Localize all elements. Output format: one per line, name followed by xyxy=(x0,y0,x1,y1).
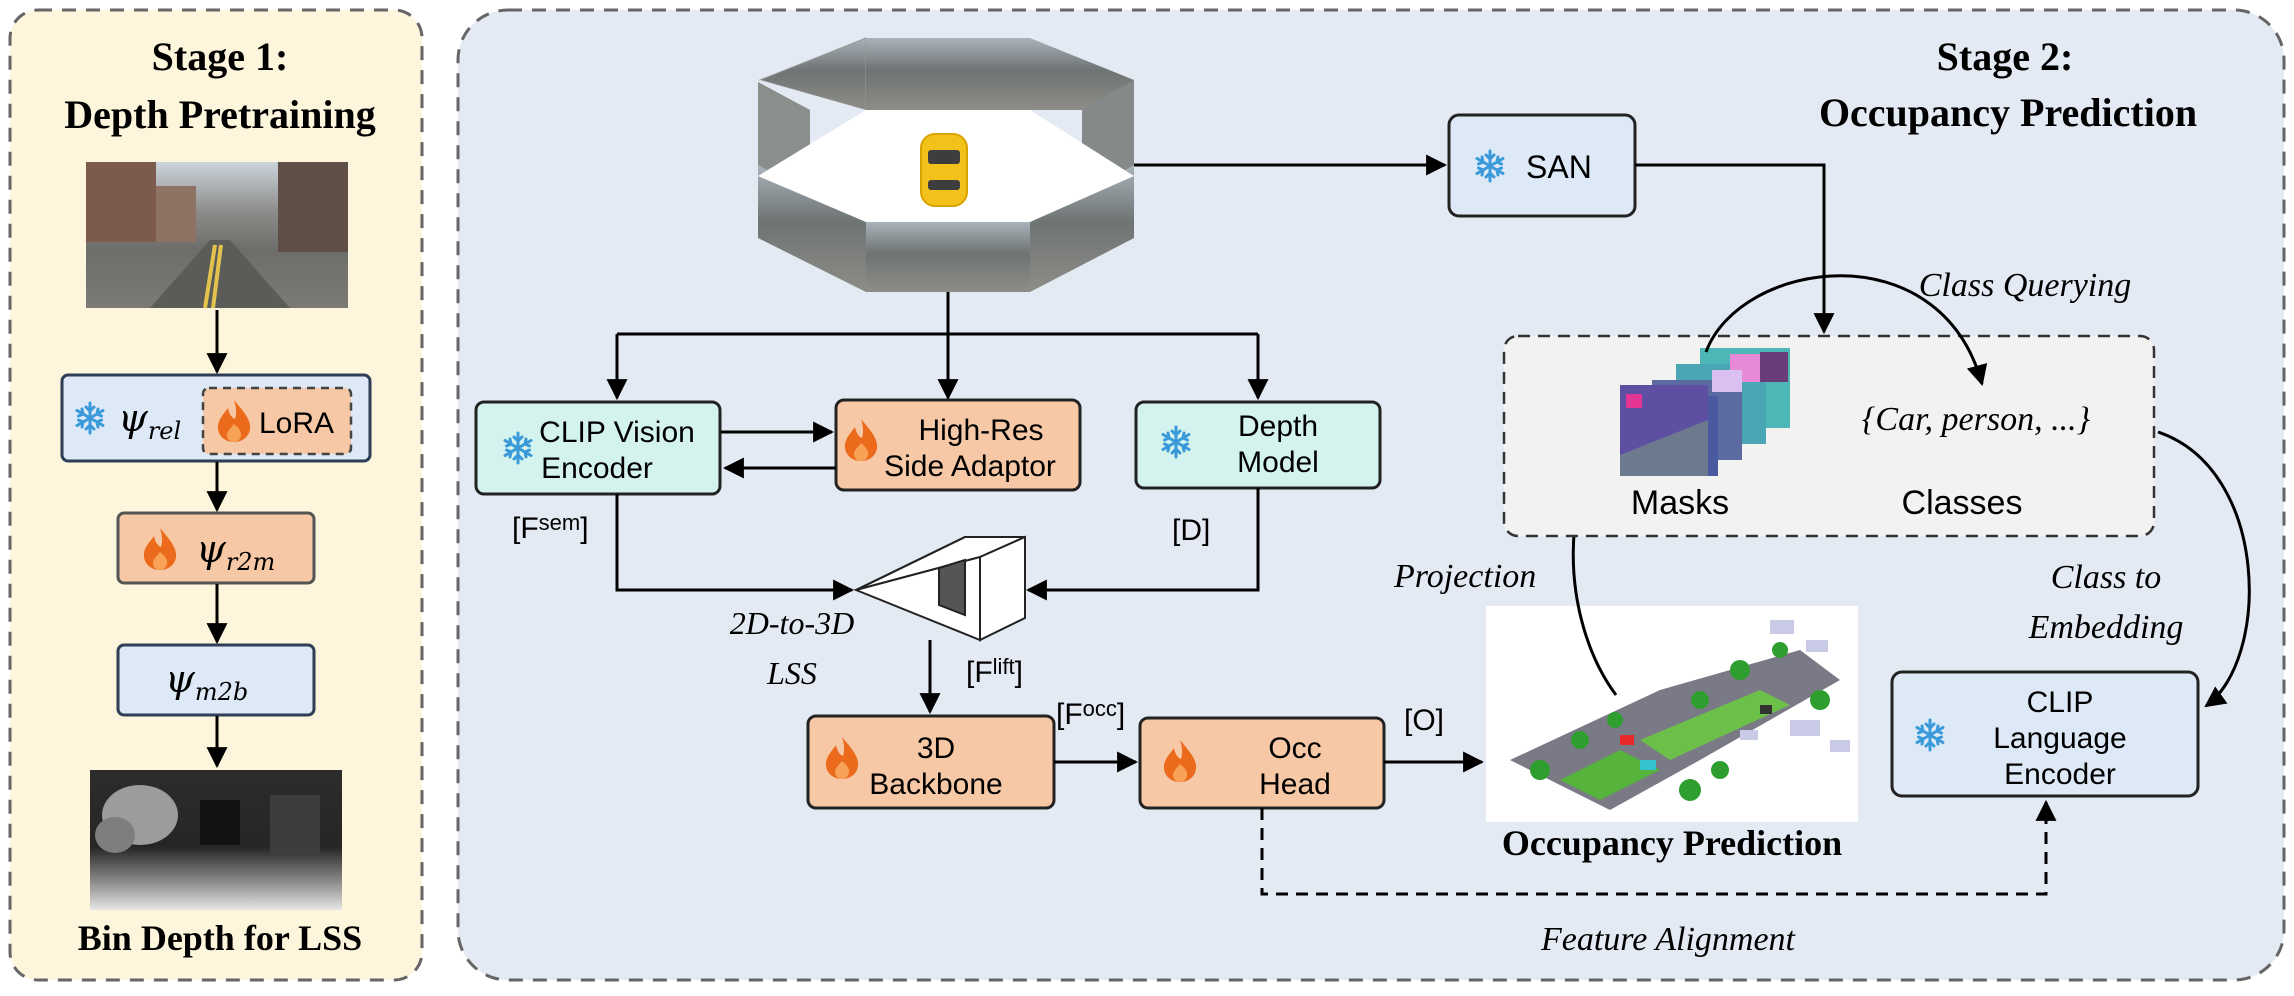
d-label: [D] xyxy=(1172,514,1210,547)
stage2-title-line2: Occupancy Prediction xyxy=(1819,90,2197,135)
psi-m2b-box xyxy=(116,643,316,717)
classes-label: Classes xyxy=(1902,484,2023,522)
san-label: SAN xyxy=(1526,149,1592,185)
bin-depth-image xyxy=(90,770,342,910)
clip-vision-label-line1: CLIP Vision xyxy=(539,416,695,449)
f-lift-label: [Flift] xyxy=(966,654,1023,689)
projection-label: Projection xyxy=(1393,558,1536,595)
arrow-feature-alignment xyxy=(1260,799,2057,896)
mask-stack-image xyxy=(1620,348,1790,476)
backbone-label-line1: 3D xyxy=(917,732,955,765)
arrow-class-querying xyxy=(1704,274,1988,387)
side-adaptor-box xyxy=(834,398,1082,492)
side-adaptor-label-line2: Side Adaptor xyxy=(884,450,1056,483)
class-to-embedding-line1: Class to xyxy=(2051,559,2162,596)
depth-model-label-line2: Model xyxy=(1237,446,1319,479)
psi-r2m-label: ψr2m xyxy=(196,527,275,576)
side-adaptor-label-line1: High-Res xyxy=(918,414,1043,447)
o-label: [O] xyxy=(1404,704,1444,737)
arrow-fsem-to-lss xyxy=(615,494,855,601)
class-querying-label: Class Querying xyxy=(1919,267,2132,304)
car-icon xyxy=(920,133,968,207)
occ-head-label-line2: Head xyxy=(1259,768,1331,801)
clip-language-encoder-box xyxy=(1890,670,2200,798)
lora-label: LoRA xyxy=(259,407,334,440)
masks-label: Masks xyxy=(1631,484,1729,522)
occ-head-label-line1: Occ xyxy=(1268,732,1321,765)
street-input-image xyxy=(86,162,348,309)
f-occ-label: [Focc] xyxy=(1056,696,1125,731)
psi-m2b-label: ψm2b xyxy=(165,657,248,706)
clip-language-line1: CLIP xyxy=(2027,686,2094,719)
lss-frustum xyxy=(852,535,1026,642)
psi-rel-label: ψrel xyxy=(118,396,181,445)
stage1-title-line1: Stage 1: xyxy=(152,34,289,79)
occupancy-prediction-caption: Occupancy Prediction xyxy=(1502,823,1842,863)
feature-alignment-label: Feature Alignment xyxy=(1540,921,1797,958)
lss-label-line1: 2D-to-3D xyxy=(730,605,854,641)
f-sem-label: [Fsem] xyxy=(512,510,589,545)
classes-set-text: {Car, person, ...} xyxy=(1862,401,2091,438)
stage2-title-line1: Stage 2: xyxy=(1937,34,2074,79)
clip-language-line3: Encoder xyxy=(2004,758,2116,791)
clip-language-line2: Language xyxy=(1993,722,2126,755)
lss-label-line2: LSS xyxy=(766,655,817,691)
arrow-depth-to-lss xyxy=(1025,488,1260,601)
clip-vision-encoder-box xyxy=(474,400,722,496)
stage1-footer: Bin Depth for LSS xyxy=(78,918,362,958)
stage1-title-line2: Depth Pretraining xyxy=(64,92,375,137)
depth-model-label-line1: Depth xyxy=(1238,410,1318,443)
class-to-embedding-line2: Embedding xyxy=(2028,609,2184,646)
clip-vision-label-line2: Encoder xyxy=(541,452,653,485)
arrow-class-to-embedding xyxy=(2157,430,2251,708)
backbone-label-line2: Backbone xyxy=(869,768,1002,801)
occupancy-prediction-image xyxy=(1486,606,1858,822)
camera-branch-arrows xyxy=(606,292,1269,401)
